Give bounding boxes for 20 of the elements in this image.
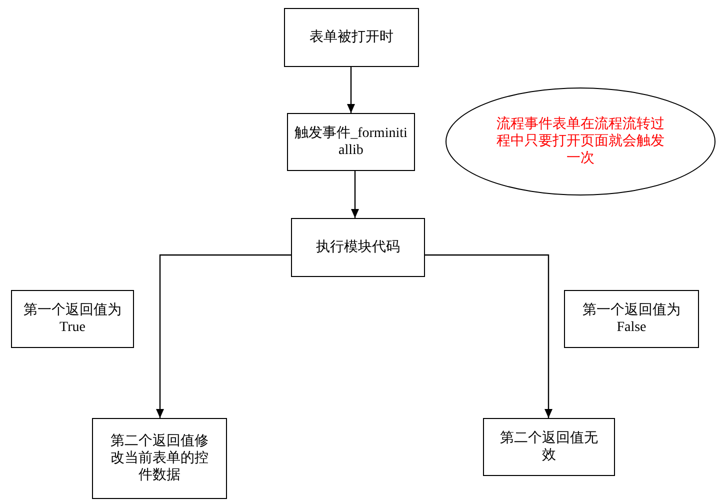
box-text: 第二个返回值无效	[499, 430, 599, 464]
arrow	[156, 254, 291, 418]
box-text: 触发事件_forminitiallib	[294, 125, 408, 159]
process-box	[291, 218, 425, 277]
result-box	[92, 418, 227, 499]
note-ellipse	[445, 87, 716, 196]
arrow	[351, 171, 359, 218]
arrow	[347, 67, 355, 113]
box-text: 第一个返回值为False	[582, 302, 682, 336]
box-text: 第二个返回值修改当前表单的控件数据	[110, 433, 210, 484]
result-box	[483, 418, 615, 476]
arrow	[425, 254, 552, 418]
note-text: 流程事件表单在流程流转过程中只要打开页面就会触发一次	[496, 116, 664, 167]
note-box	[11, 290, 134, 348]
process-box	[287, 113, 415, 171]
process-box	[284, 8, 419, 67]
note-box	[564, 290, 699, 348]
box-text: 执行模块代码	[315, 239, 401, 256]
box-text: 第一个返回值为True	[22, 302, 122, 336]
box-text: 表单被打开时	[308, 29, 394, 46]
